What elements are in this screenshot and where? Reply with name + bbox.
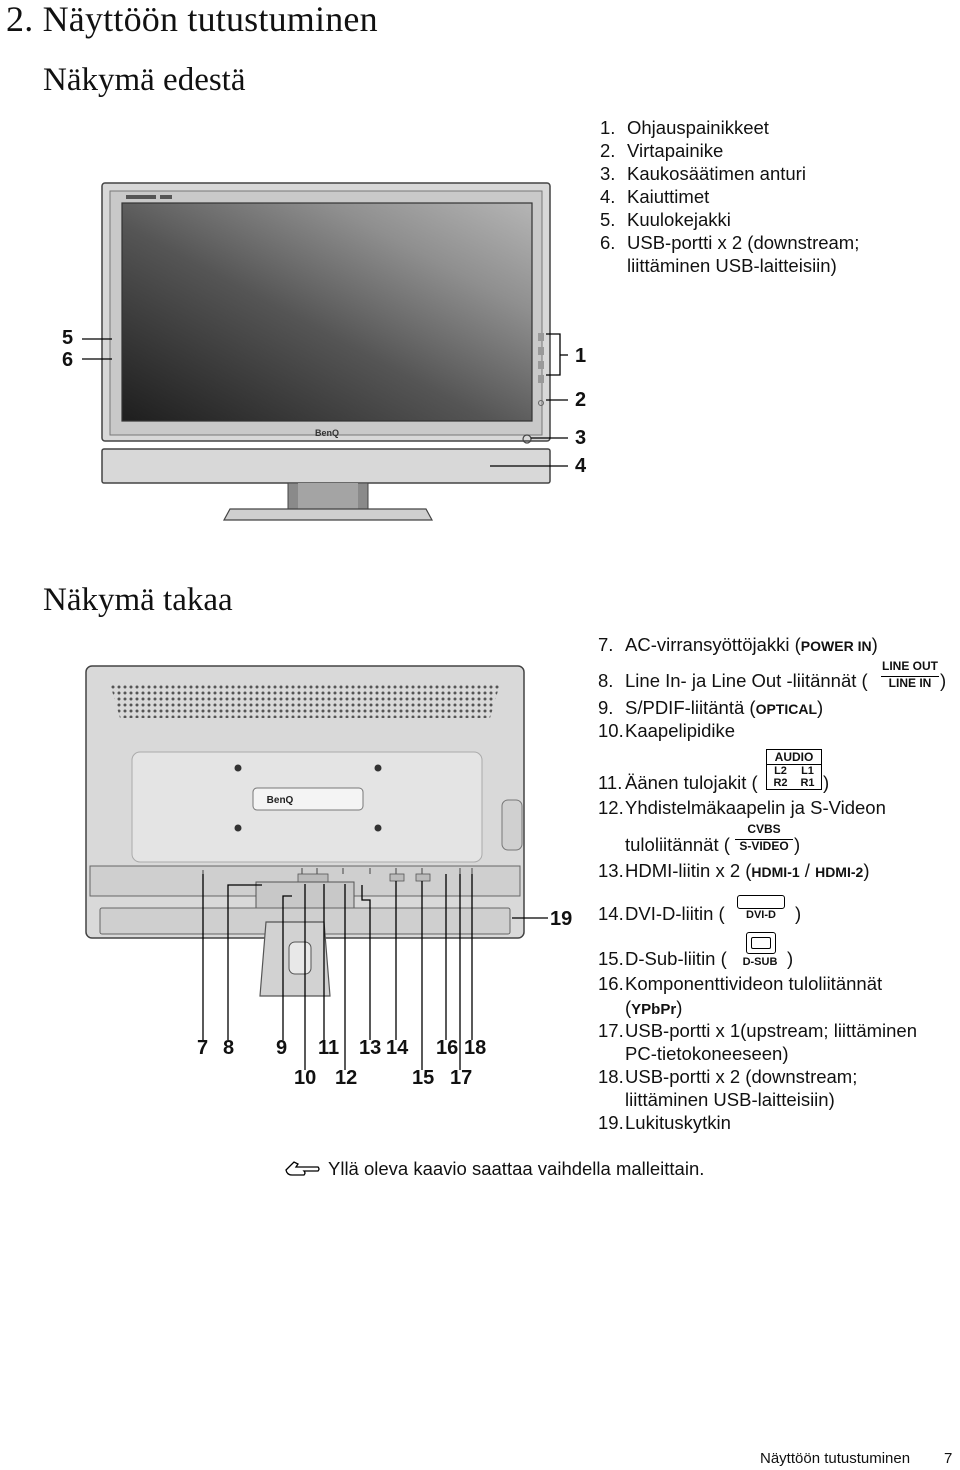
front-item-5: 5.Kuulokejakki <box>600 209 731 230</box>
rear-callout-16: 16 <box>436 1037 459 1059</box>
footer-section-title: Näyttöön tutustuminen <box>760 1450 911 1467</box>
rear-item-15-end: ) <box>787 948 794 969</box>
rear-callout-12: 12 <box>335 1067 358 1089</box>
rear-callout-10: 10 <box>294 1067 317 1089</box>
rear-callout-11: 11 <box>318 1037 340 1059</box>
rear-item-9: 9.S/PDIF-liitäntä (OPTICAL) <box>598 697 824 718</box>
front-item-6-line2: liittäminen USB-laitteisiin) <box>627 255 837 276</box>
footer-page-number: 7 <box>944 1450 953 1467</box>
rear-brand-logo: BenQ <box>267 795 294 806</box>
speaker-bar <box>101 448 551 484</box>
front-screen <box>121 202 533 422</box>
dvi-d-label-icon: DVI-D <box>731 895 791 922</box>
rear-view-heading: Näkymä takaa <box>43 582 233 618</box>
rear-callout-18: 18 <box>464 1037 487 1059</box>
front-brand-logo: BenQ <box>315 428 339 438</box>
note-text: Yllä oleva kaavio saattaa vaihdella mall… <box>328 1158 705 1179</box>
front-item-1: 1.Ohjauspainikkeet <box>600 117 769 138</box>
d-sub-label-icon: D-SUB <box>734 932 786 970</box>
rear-item-19: 19.Lukituskytkin <box>598 1112 731 1133</box>
rear-item-11-end: ) <box>823 772 830 793</box>
rear-callout-19: 19 <box>550 908 573 930</box>
ir-sensor <box>522 434 532 444</box>
rear-callout-14: 14 <box>386 1037 409 1059</box>
rear-item-18: 18.USB-portti x 2 (downstream; <box>598 1066 858 1087</box>
rear-item-12: 12.Yhdistelmäkaapelin ja S-Videon <box>598 797 886 818</box>
rear-item-14-end: ) <box>795 903 802 924</box>
rear-callout-7: 7 <box>197 1037 209 1059</box>
note-hand-icon <box>285 1161 320 1176</box>
rear-item-11: 11.Äänen tulojakit ( <box>598 772 758 793</box>
front-callout-4: 4 <box>575 455 587 477</box>
rear-callout-13: 13 <box>359 1037 382 1059</box>
rear-item-17: 17.USB-portti x 1(upstream; liittäminen <box>598 1020 917 1041</box>
rear-item-7: 7.AC-virransyöttöjakki (POWER IN) <box>598 634 878 655</box>
rear-callout-15: 15 <box>412 1067 435 1089</box>
control-buttons-strip <box>538 333 544 406</box>
rear-item-17-line2: PC-tietokoneeseen) <box>625 1043 789 1064</box>
rear-item-16-line2: (YPbPr) <box>625 997 683 1018</box>
rear-monitor-illustration: BenQ <box>85 665 548 1070</box>
rear-item-8-end: ) <box>940 670 947 691</box>
rear-item-8: 8.Line In- ja Line Out -liitännät ( <box>598 670 868 691</box>
front-item-4: 4.Kaiuttimet <box>600 186 710 207</box>
front-item-2: 2.Virtapainike <box>600 140 724 161</box>
front-item-3: 3.Kaukosäätimen anturi <box>600 163 806 184</box>
chapter-title: 2. Näyttöön tutustuminen <box>6 0 378 39</box>
rear-callout-17: 17 <box>450 1067 473 1089</box>
line-in-out-label: LINE OUT LINE IN <box>881 659 939 690</box>
front-callout-6: 6 <box>62 349 74 371</box>
cvbs-svideo-label: CVBS S-VIDEO <box>735 823 793 853</box>
front-callout-2: 2 <box>575 389 587 411</box>
rear-item-18-line2: liittäminen USB-laitteisiin) <box>625 1089 835 1110</box>
front-item-6: 6.USB-portti x 2 (downstream; <box>600 232 860 253</box>
front-monitor-illustration: BenQ <box>82 182 568 521</box>
rear-item-16: 16.Komponenttivideon tuloliitännät <box>598 973 883 994</box>
front-callout-5: 5 <box>62 327 74 349</box>
rear-callout-9: 9 <box>276 1037 288 1059</box>
rear-callout-8: 8 <box>223 1037 235 1059</box>
rear-item-13: 13.HDMI-liitin x 2 (HDMI-1 / HDMI-2) <box>598 860 870 881</box>
rear-item-10: 10.Kaapelipidike <box>598 720 736 741</box>
rear-item-15: 15.D-Sub-liitin ( <box>598 948 727 969</box>
rear-item-14: 14.DVI-D-liitin ( <box>598 903 725 924</box>
rear-item-12-end: ) <box>794 834 801 855</box>
rear-item-12-line2: tuloliitännät ( <box>625 834 730 855</box>
front-view-heading: Näkymä edestä <box>43 62 246 98</box>
rear-vents <box>110 684 500 718</box>
front-callout-1: 1 <box>575 345 587 367</box>
front-callout-3: 3 <box>575 427 587 449</box>
